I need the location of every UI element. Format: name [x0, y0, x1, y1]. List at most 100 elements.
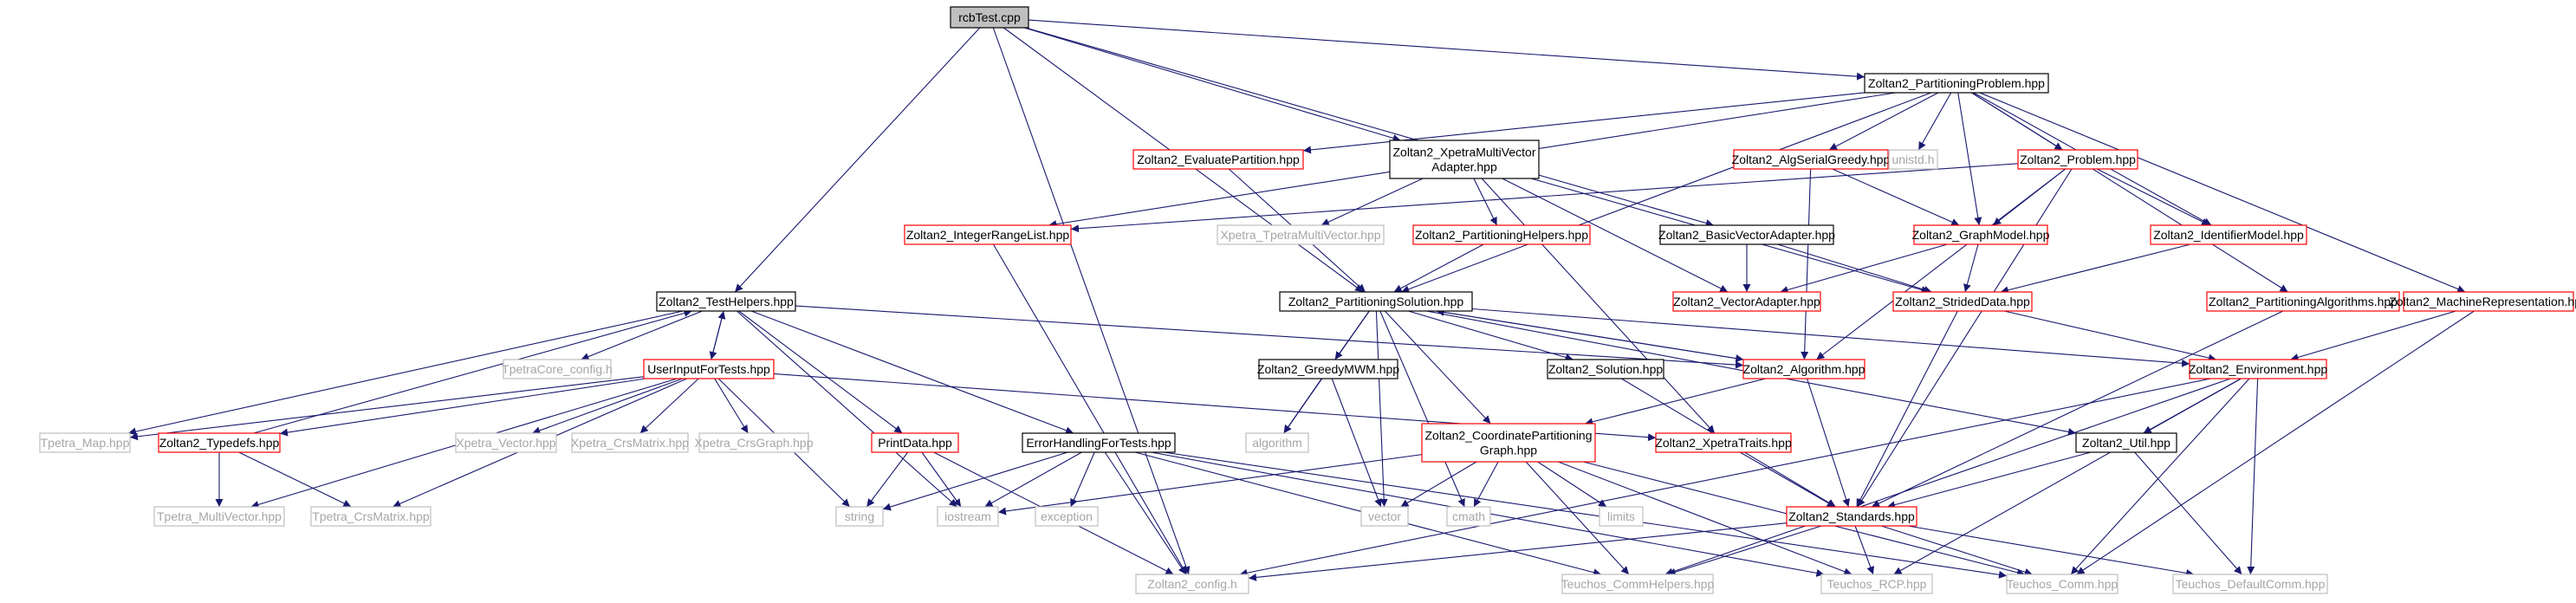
node-th[interactable]: Zoltan2_TestHelpers.hpp — [656, 291, 796, 312]
node-label-str: string — [845, 509, 874, 523]
node-box-cfg — [1135, 574, 1249, 594]
node-mr[interactable]: Zoltan2_MachineRepresentation.hpp — [2389, 291, 2576, 312]
node-env[interactable]: Zoltan2_Environment.hpp — [2189, 359, 2328, 379]
node-pa[interactable]: Zoltan2_PartitioningAlgorithms.hpp — [2206, 291, 2400, 312]
edge-mr-to-tcomm — [2076, 310, 2475, 575]
edge-th-to-tcc — [581, 310, 703, 360]
node-layer: rcbTest.cppZoltan2_PartitioningProblem.h… — [39, 6, 2576, 594]
edge-th-to-ios — [736, 310, 957, 508]
node-box-xcm — [571, 432, 689, 453]
node-root[interactable]: rcbTest.cpp — [950, 6, 1029, 29]
node-prob[interactable]: Zoltan2_Problem.hpp — [2017, 149, 2138, 170]
node-label-mr: Zoltan2_MachineRepresentation.hpp — [2389, 295, 2576, 308]
node-std[interactable]: Zoltan2_Standards.hpp — [1786, 506, 1917, 527]
node-gmwm[interactable]: Zoltan2_GreedyMWM.hpp — [1257, 359, 1399, 379]
edge-std-to-tcomm — [1881, 525, 2033, 576]
node-lim: limits — [1599, 506, 1644, 527]
edge-pp-to-ep — [1302, 92, 1865, 154]
edge-root-to-pp — [1028, 19, 1865, 81]
node-xcm: Xpetra_CrsMatrix.hpp — [571, 432, 689, 453]
node-box-alg — [1742, 359, 1865, 379]
node-bva[interactable]: Zoltan2_BasicVectorAdapter.hpp — [1658, 224, 1835, 245]
node-box-xvec — [455, 432, 557, 453]
node-im[interactable]: Zoltan2_IdentifierModel.hpp — [2150, 224, 2307, 245]
edge-ps-to-sol — [1408, 310, 1574, 361]
node-label-sd: Zoltan2_StridedData.hpp — [1895, 295, 2030, 308]
node-label-bva: Zoltan2_BasicVectorAdapter.hpp — [1658, 228, 1835, 242]
edge-root-to-xmv — [1023, 27, 1401, 142]
edge-asg-to-gm — [1832, 168, 1960, 226]
node-asg[interactable]: Zoltan2_AlgSerialGreedy.hpp — [1732, 149, 1891, 170]
edge-pa-to-std — [1871, 310, 2284, 508]
node-box-uift — [643, 359, 775, 379]
node-label-sol: Zoltan2_Solution.hpp — [1548, 362, 1664, 376]
node-label-gm: Zoltan2_GraphModel.hpp — [1912, 228, 2050, 242]
edge-xt-to-std — [1739, 451, 1836, 508]
node-gm[interactable]: Zoltan2_GraphModel.hpp — [1912, 224, 2050, 245]
node-box-tmap — [39, 432, 131, 453]
node-ph[interactable]: Zoltan2_PartitioningHelpers.hpp — [1412, 224, 1591, 245]
node-pd[interactable]: PrintData.hpp — [871, 432, 959, 453]
edge-ph-to-ps — [1393, 243, 1484, 293]
node-box-irl — [904, 224, 1072, 245]
edge-efft-to-ios — [984, 451, 1082, 508]
edge-ps-to-cmath — [1379, 310, 1465, 508]
edge-irl-to-cfg — [992, 243, 1188, 575]
node-box-prob — [2017, 149, 2138, 170]
node-box-xtmv — [1217, 224, 1385, 245]
edge-uift-to-tmap — [129, 376, 645, 441]
edge-cpg-to-trcp — [1558, 461, 1853, 575]
node-box-pp — [1864, 73, 2049, 94]
edge-util-to-std — [1886, 451, 2092, 509]
node-tch: Teuchos_CommHelpers.hpp — [1561, 574, 1715, 594]
node-box-mr — [2403, 291, 2574, 312]
node-box-tch — [1561, 574, 1714, 594]
node-tdc: Teuchos_DefaultComm.hpp — [2172, 574, 2328, 594]
node-box-tcc — [503, 359, 612, 379]
node-irl[interactable]: Zoltan2_IntegerRangeList.hpp — [904, 224, 1072, 245]
node-efft[interactable]: ErrorHandlingForTests.hpp — [1022, 432, 1176, 453]
edge-prob-to-std — [1857, 168, 2073, 508]
node-alg[interactable]: Zoltan2_Algorithm.hpp — [1742, 359, 1865, 379]
node-xcg: Xpetra_CrsGraph.hpp — [695, 432, 814, 453]
node-pp[interactable]: Zoltan2_PartitioningProblem.hpp — [1864, 73, 2049, 94]
node-exc: exception — [1035, 506, 1099, 527]
node-label-uift: UserInputForTests.hpp — [647, 362, 770, 376]
node-td[interactable]: Zoltan2_Typedefs.hpp — [158, 432, 281, 453]
node-uni: unistd.h — [1888, 149, 1938, 170]
edge-efft-to-exc — [1070, 451, 1095, 508]
edge-cpg-to-cmath — [1473, 461, 1499, 508]
node-cfg: Zoltan2_config.h — [1135, 574, 1249, 594]
edge-env-to-tdc — [2247, 378, 2259, 575]
edge-gm-to-sd — [1963, 243, 1979, 293]
edge-pp-to-asg — [1828, 92, 1939, 151]
node-box-util — [2075, 432, 2177, 453]
edge-xmv-to-va — [1502, 178, 1729, 293]
node-sd[interactable]: Zoltan2_StridedData.hpp — [1892, 291, 2033, 312]
node-ep[interactable]: Zoltan2_EvaluatePartition.hpp — [1132, 149, 1304, 170]
node-label-util: Zoltan2_Util.hpp — [2082, 436, 2170, 450]
node-vec: vector — [1360, 506, 1409, 527]
node-box-bva — [1659, 224, 1834, 245]
node-xt[interactable]: Zoltan2_XpetraTraits.hpp — [1655, 432, 1792, 453]
node-label-irl: Zoltan2_IntegerRangeList.hpp — [906, 228, 1070, 242]
node-label-lim: limits — [1607, 509, 1635, 523]
node-va[interactable]: Zoltan2_VectorAdapter.hpp — [1672, 291, 1821, 312]
node-uift[interactable]: UserInputForTests.hpp — [643, 359, 775, 379]
node-box-tcomm — [2006, 574, 2119, 594]
node-ps[interactable]: Zoltan2_PartitioningSolution.hpp — [1279, 291, 1473, 312]
node-label-xtmv: Xpetra_TpetraMultiVector.hpp — [1220, 228, 1380, 242]
edge-gm-to-va — [1780, 243, 1948, 294]
node-trcp: Teuchos_RCP.hpp — [1820, 574, 1933, 594]
node-box-exc — [1035, 506, 1099, 527]
edge-efft-to-cfg — [1104, 451, 1187, 575]
edge-th-to-pd — [738, 310, 903, 434]
edge-uift-to-xvec — [532, 378, 683, 435]
edge-cpg-to-lim — [1537, 461, 1607, 508]
node-sol[interactable]: Zoltan2_Solution.hpp — [1547, 359, 1664, 379]
node-util[interactable]: Zoltan2_Util.hpp — [2075, 432, 2177, 453]
node-tmv: Tpetra_MultiVector.hpp — [153, 506, 285, 527]
